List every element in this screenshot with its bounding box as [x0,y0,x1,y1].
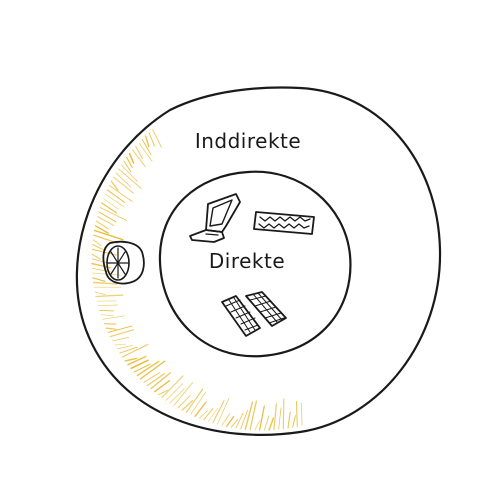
shading-stroke [287,411,291,429]
shading-stroke [109,329,135,338]
shading-stroke [124,357,138,362]
shading-stroke [126,156,133,168]
shading-stroke [136,360,160,377]
shading-stroke [119,346,138,354]
shading-stroke [212,400,225,424]
shading-stroke [131,149,146,168]
shading-stroke [146,373,165,387]
shading-stroke [105,327,117,330]
shading-stroke [101,202,118,214]
shading-stroke [135,145,143,160]
shading-stroke [221,413,231,426]
shading-stroke [92,239,102,247]
shading-stroke [148,132,155,147]
shading-stroke [103,323,117,325]
shading-stroke [157,389,169,396]
shading-stroke [203,408,214,421]
shading-stroke [133,363,151,373]
shading-stroke [112,336,130,342]
shading-stroke [190,391,207,415]
shading-stroke [106,189,126,204]
shading-stroke [300,402,303,426]
shading-stroke [282,398,285,430]
shading-stroke [115,172,132,188]
shading-stroke [268,417,275,431]
shading-stroke [103,198,119,210]
shading-stroke [217,397,230,425]
shading-stroke [92,281,118,285]
shading-stroke [230,418,239,428]
wheel-icon [102,240,145,285]
shading-stroke [95,220,109,230]
shading-stroke [240,410,249,430]
shading-stroke [110,180,119,191]
shading-stroke [118,168,142,189]
shading-stroke [244,401,254,430]
shading-stroke [169,388,185,404]
shading-stroke [94,291,106,296]
shading-stroke [278,407,282,430]
shading-stroke [102,315,125,320]
shading-stroke [161,375,184,399]
shading-stroke [113,176,134,194]
shading-stroke [120,164,138,182]
tire-tread-icon [253,211,315,235]
shading-stroke [99,309,114,312]
shading-stroke [144,135,150,148]
outer-ring-shading [91,129,303,431]
shading-stroke [249,400,258,431]
shading-stroke [128,152,135,164]
tire-tread-pair-icon [221,291,287,337]
outer-circle-label: Inddirekte [195,129,301,153]
shading-stroke [127,355,147,366]
shading-stroke [152,129,162,148]
shading-stroke [295,400,298,427]
shading-stroke [273,403,278,431]
shading-stroke [254,419,261,431]
shading-stroke [139,360,166,380]
shading-stroke [95,294,124,298]
shading-stroke [107,325,133,333]
shading-stroke [292,415,296,428]
shading-stroke [92,244,106,251]
shading-stroke [114,343,127,346]
shading-stroke [116,344,133,350]
shading-stroke [181,400,194,411]
shading-stroke [100,314,114,317]
shading-stroke [108,184,133,202]
shading-stroke [141,138,152,156]
shading-stroke [97,216,115,227]
shading-stroke [99,207,128,221]
shading-stroke [150,372,171,390]
shading-stroke [235,412,244,429]
laptop-icon [189,193,241,243]
shading-stroke [165,383,183,401]
inner-circle-label: Direkte [209,249,285,273]
shading-stroke [92,277,106,282]
shading-stroke [177,395,191,409]
shading-stroke [91,253,101,260]
shading-stroke [226,415,235,427]
shading-stroke [97,304,118,307]
shading-stroke [94,225,109,234]
shading-stroke [138,142,153,162]
shading-stroke [130,359,149,370]
shading-stroke [123,160,132,173]
inner-circle [158,170,352,358]
shading-stroke [93,229,124,241]
shading-stroke [194,401,207,417]
shading-stroke [104,193,125,208]
shading-stroke [263,415,270,431]
shading-stroke [121,343,149,358]
shading-stroke [199,410,208,419]
shading-stroke [207,407,218,422]
shading-stroke [143,372,160,383]
shading-stroke [173,382,194,406]
outer-circle [75,86,442,436]
shading-stroke [185,388,204,413]
shading-stroke [153,380,171,393]
shading-stroke [259,405,265,431]
shading-stroke [98,211,117,223]
